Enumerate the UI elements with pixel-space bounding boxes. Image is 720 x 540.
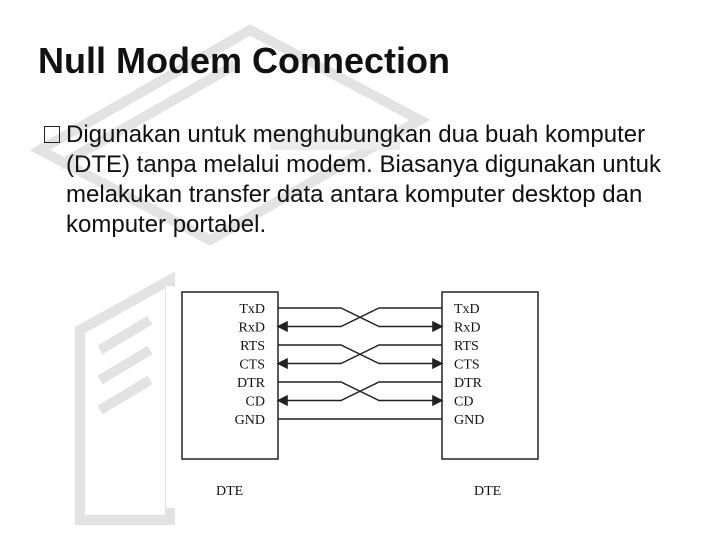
left-signal-dtr: DTR [237, 376, 266, 391]
left-signal-rts: RTS [240, 339, 265, 354]
slide-title: Null Modem Connection [38, 40, 450, 81]
right-dte-label: DTE [474, 484, 501, 499]
right-signal-txd: TxD [454, 302, 480, 317]
left-signal-rxd: RxD [239, 321, 265, 336]
wire-cts-to-rts [276, 344, 442, 370]
left-dte-label: DTE [216, 484, 243, 499]
left-dte-box [181, 291, 279, 460]
null-modem-diagram: TxD RxD RTS CTS DTR CD GND TxD RxD RTS CTS DTR CD GN… [166, 286, 556, 508]
diagram-svg: TxD RxD RTS CTS DTR CD GND TxD RxD RTS CTS DTR CD GN… [181, 291, 539, 499]
right-signal-rxd: RxD [454, 321, 480, 336]
left-signal-cts: CTS [239, 358, 265, 373]
right-signal-rts: RTS [454, 339, 479, 354]
right-signal-gnd: GND [454, 413, 484, 428]
right-dte-box [441, 291, 539, 460]
wire-cd-to-dtr [276, 381, 442, 407]
bullet-box-icon [44, 126, 60, 143]
left-signal-cd: CD [246, 395, 265, 410]
bullet-text: Digunakan untuk menghubungkan dua buah k… [66, 121, 661, 238]
bullet-item: Digunakan untuk menghubungkan dua buah k… [44, 120, 704, 240]
right-signal-cts: CTS [454, 358, 480, 373]
left-signal-gnd: GND [235, 413, 265, 428]
left-signal-txd: TxD [239, 302, 265, 317]
right-signal-dtr: DTR [454, 376, 483, 391]
wire-rxd-to-txd [276, 307, 442, 333]
right-signal-cd: CD [454, 395, 473, 410]
